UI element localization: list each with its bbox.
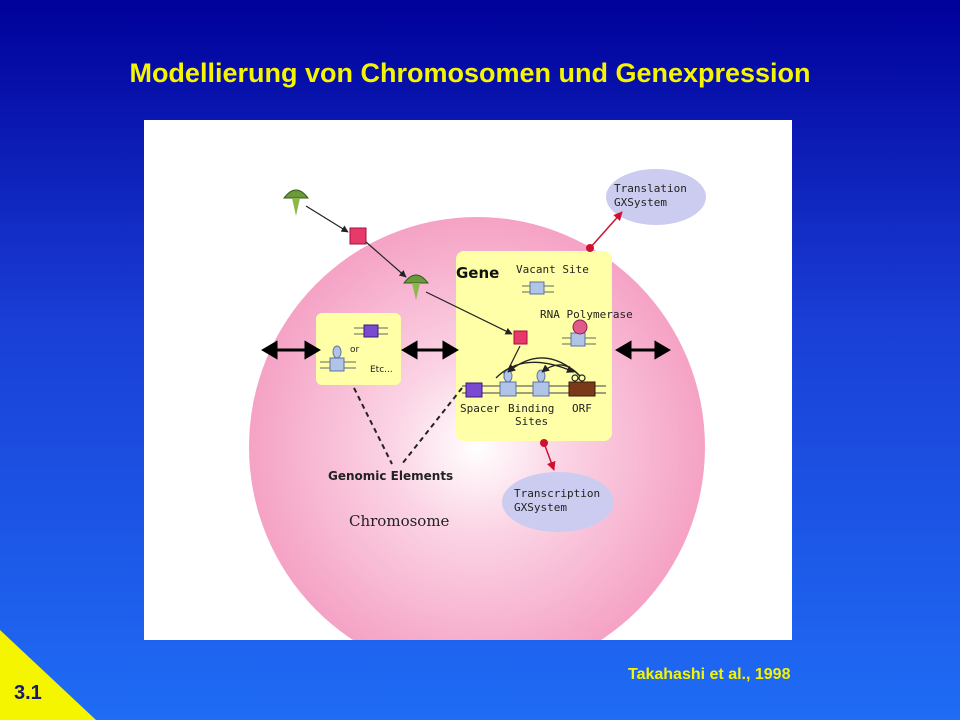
orf-label: ORF [572, 402, 592, 415]
transcription-label-1: Transcription [514, 487, 600, 500]
pathway-arrow-1 [305, 205, 349, 233]
binding-site-icon [499, 381, 517, 397]
binding-site-icon-2 [532, 381, 550, 397]
transcription-connector-dot [540, 439, 548, 447]
spacer-label: Spacer [460, 402, 500, 415]
translation-connector [589, 211, 623, 249]
diagram-svg: Translation GXSystem Transcription GXSys… [249, 169, 706, 640]
factor-square-icon [349, 227, 367, 245]
vacant-site-label: Vacant Site [516, 263, 589, 276]
pathway-arrow-2 [365, 241, 407, 278]
regulation-arrow-2 [541, 364, 581, 377]
chromosome-diagram: Translation GXSystem Transcription GXSys… [144, 120, 792, 640]
regulation-arrow-3 [495, 361, 575, 379]
transcription-connector [543, 442, 556, 471]
slide-title: Modellierung von Chromosomen und Genexpr… [129, 58, 811, 88]
gene-label: Gene [456, 264, 499, 282]
binding-sites-label-2: Sites [515, 415, 548, 428]
or-label: or [350, 345, 360, 355]
orf-icon [568, 381, 596, 397]
binding-site-icon-small [320, 345, 356, 372]
slide-number: 3.1 [14, 682, 42, 704]
double-arrow-left [261, 340, 321, 360]
translation-connector-dot [586, 244, 594, 252]
etc-label: Etc... [370, 365, 393, 375]
pathway-arrow-3 [425, 291, 513, 335]
translation-bubble [606, 169, 706, 225]
rna-polymerase-label: RNA Polymerase [540, 308, 633, 321]
translation-label-2: GXSystem [614, 196, 667, 209]
rna-polymerase-icon [562, 319, 596, 347]
double-arrow-middle [401, 340, 459, 360]
citation: Takahashi et al., 1998 [628, 666, 791, 683]
transcription-bubble [502, 472, 614, 532]
chromosome-label: Chromosome [349, 512, 450, 530]
transcription-label-2: GXSystem [514, 501, 567, 514]
protein-icon-2 [402, 274, 430, 300]
vacant-site-icon [522, 281, 554, 295]
genomic-dash-right [401, 387, 463, 465]
translation-label-1: Translation [614, 182, 687, 195]
corner-triangle [0, 630, 96, 720]
protein-icon [282, 189, 310, 216]
spacer-icon [465, 382, 483, 398]
binding-sites-label-1: Binding [508, 402, 554, 415]
spacer-icon-small [354, 324, 388, 338]
genomic-elements-label: Genomic Elements [328, 469, 453, 483]
double-arrow-right [615, 340, 671, 360]
factor-square-icon-2 [513, 330, 528, 345]
